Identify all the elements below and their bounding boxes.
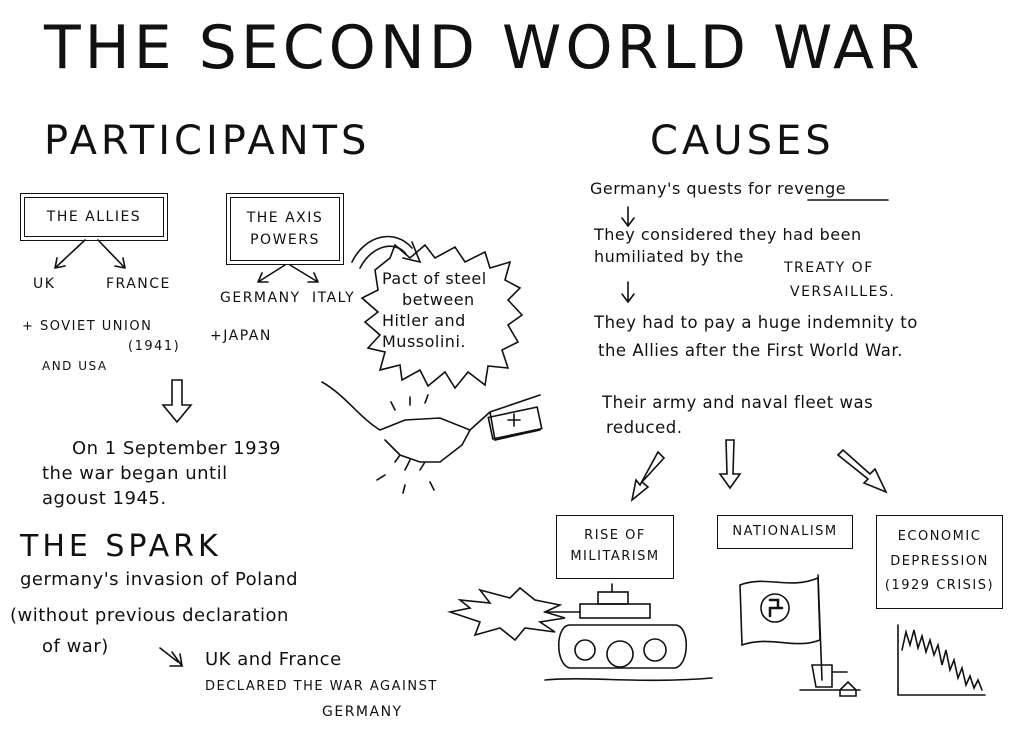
spark-line: germany's invasion of Poland: [20, 569, 299, 590]
axis-label-line1: THE AXIS: [246, 209, 324, 226]
axis-germany: GERMANY: [220, 290, 301, 306]
spark-line: (without previous declaration: [10, 605, 289, 626]
arrow-to-nationalism: [718, 439, 742, 490]
soviet-year: (1941): [128, 339, 181, 354]
arrow-icon: [621, 281, 635, 304]
axis-box: THE AXIS POWERS: [226, 193, 344, 265]
spark-result: UK and France: [205, 649, 342, 670]
pact-line: between: [402, 290, 475, 309]
ally-france: FRANCE: [106, 276, 171, 292]
treaty-line: VERSAILLES.: [790, 284, 896, 300]
arrow-icon: [621, 206, 635, 228]
box-line: NATIONALISM: [732, 523, 838, 539]
flag-illustration: [739, 574, 861, 697]
revenge-word: revenge: [777, 179, 847, 198]
speech-bubble: [360, 243, 524, 390]
tank-illustration: [446, 583, 713, 682]
army-line: reduced.: [606, 418, 683, 437]
allies-box: THE ALLIES: [20, 193, 168, 241]
pact-line: Mussolini.: [382, 332, 466, 351]
box-line: (1929 CRISIS): [884, 578, 995, 594]
box-line: MILITARISM: [570, 549, 660, 564]
axis-italy: ITALY: [312, 290, 356, 306]
spark-line: of war): [42, 636, 109, 657]
ally-uk: UK: [33, 276, 56, 292]
indemnity-line: the Allies after the First World War.: [598, 341, 903, 360]
humiliated-line: They considered they had been: [594, 225, 862, 244]
pact-text: Pact of steel between Hitler and Mussoli…: [382, 268, 487, 352]
allies-label: THE ALLIES: [46, 208, 142, 225]
treaty-line: TREATY OF: [784, 260, 874, 276]
arrow-to-depression: [836, 448, 888, 494]
curved-arrow-icon: [351, 235, 422, 269]
handshake-illustration: [321, 381, 543, 494]
box-line: RISE OF: [584, 528, 646, 544]
spark-result: DECLARED THE WAR AGAINST: [205, 679, 438, 694]
ally-usa: AND USA: [42, 359, 108, 373]
humiliated-line: humiliated by the: [594, 247, 744, 266]
spark-heading: THE SPARK: [20, 529, 222, 564]
indemnity-line: They had to pay a huge indemnity to: [594, 313, 918, 332]
dates-line: agoust 1945.: [42, 488, 167, 509]
pact-line: Pact of steel: [382, 269, 487, 288]
dates-line: the war began until: [42, 463, 228, 484]
army-line: Their army and naval fleet was: [602, 393, 874, 412]
pact-line: Hitler and: [382, 311, 466, 330]
box-line: DEPRESSION: [890, 553, 989, 569]
box-line: ECONOMIC: [897, 528, 982, 544]
cause-box-depression: ECONOMIC DEPRESSION (1929 CRISIS): [876, 515, 1003, 609]
down-arrow-icon: [161, 379, 193, 424]
ally-soviet-union: + SOVIET UNION: [22, 319, 153, 334]
axis-label-line2: POWERS: [250, 232, 320, 248]
axis-japan: +JAPAN: [210, 328, 272, 344]
revenge-prefix: Germany's quests for: [590, 179, 778, 198]
axis-arrows: [257, 264, 319, 283]
arrow-to-militarism: [630, 450, 666, 503]
war-dates: On 1 September 1939 the war began until …: [42, 436, 281, 511]
causes-revenge-line: Germany's quests for revenge: [590, 179, 847, 198]
spark-result: GERMANY: [322, 704, 403, 720]
spark-arrow-icon: [159, 647, 184, 667]
page-title: THE SECOND WORLD WAR: [44, 13, 924, 83]
participants-heading: PARTICIPANTS: [44, 118, 371, 164]
cause-box-nationalism: NATIONALISM: [717, 515, 853, 549]
causes-heading: CAUSES: [650, 118, 835, 164]
dates-line: On 1 September 1939: [72, 438, 281, 459]
depression-chart-illustration: [897, 624, 986, 696]
cause-box-militarism: RISE OF MILITARISM: [556, 515, 674, 579]
allies-arrows: [54, 239, 126, 269]
